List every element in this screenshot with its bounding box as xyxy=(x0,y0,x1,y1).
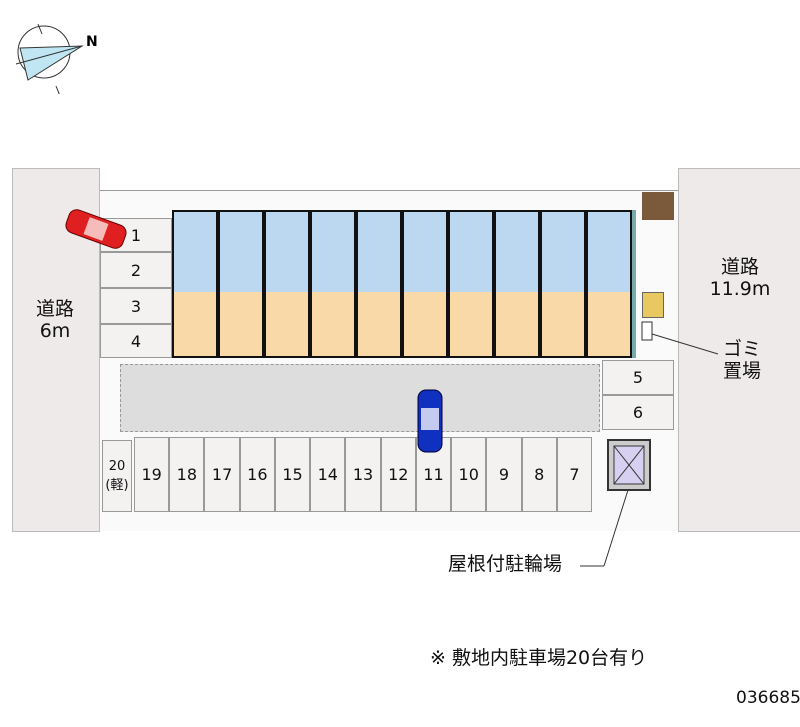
parking-space-2: 2 xyxy=(100,252,172,288)
property-code: 036685 xyxy=(736,688,800,708)
bike-shelter-label: 屋根付駐輪場 xyxy=(447,553,562,575)
bottom-parking-row: 19 18 17 16 15 14 13 12 11 10 9 8 7 xyxy=(134,437,593,512)
red-car-icon xyxy=(65,209,127,249)
parking-note: ※ 敷地内駐車場20台有り xyxy=(430,647,648,669)
parking-space-3: 3 xyxy=(100,288,172,324)
garbage-leader-line xyxy=(641,321,719,355)
parking-space-6: 6 xyxy=(602,395,674,430)
wall-block xyxy=(642,192,674,220)
parking-space-12: 12 xyxy=(380,437,416,512)
garbage-label: ゴミ置場 xyxy=(722,338,761,382)
right-road xyxy=(678,168,800,532)
garbage-area xyxy=(642,292,664,318)
driveway xyxy=(120,364,600,432)
parking-space-7: 7 xyxy=(556,437,593,512)
parking-space-5: 5 xyxy=(602,360,674,395)
compass-icon xyxy=(15,23,84,94)
parking-space-20-kei: 20(軽) xyxy=(102,440,132,512)
parking-space-15: 15 xyxy=(274,437,311,512)
parking-space-9: 9 xyxy=(486,437,522,512)
compass-north-label: N xyxy=(86,34,98,50)
parking-space-4: 4 xyxy=(100,324,172,358)
bike-shelter xyxy=(580,439,651,567)
apartment-building xyxy=(172,210,636,358)
blue-car-icon xyxy=(417,389,443,453)
parking-space-13: 13 xyxy=(345,437,381,512)
parking-space-17: 17 xyxy=(204,437,240,512)
parking-space-19: 19 xyxy=(134,437,170,512)
parking-space-18: 18 xyxy=(169,437,205,512)
parking-space-8: 8 xyxy=(521,437,557,512)
parking-space-10: 10 xyxy=(451,437,487,512)
parking-space-14: 14 xyxy=(310,437,346,512)
parking-space-16: 16 xyxy=(239,437,275,512)
